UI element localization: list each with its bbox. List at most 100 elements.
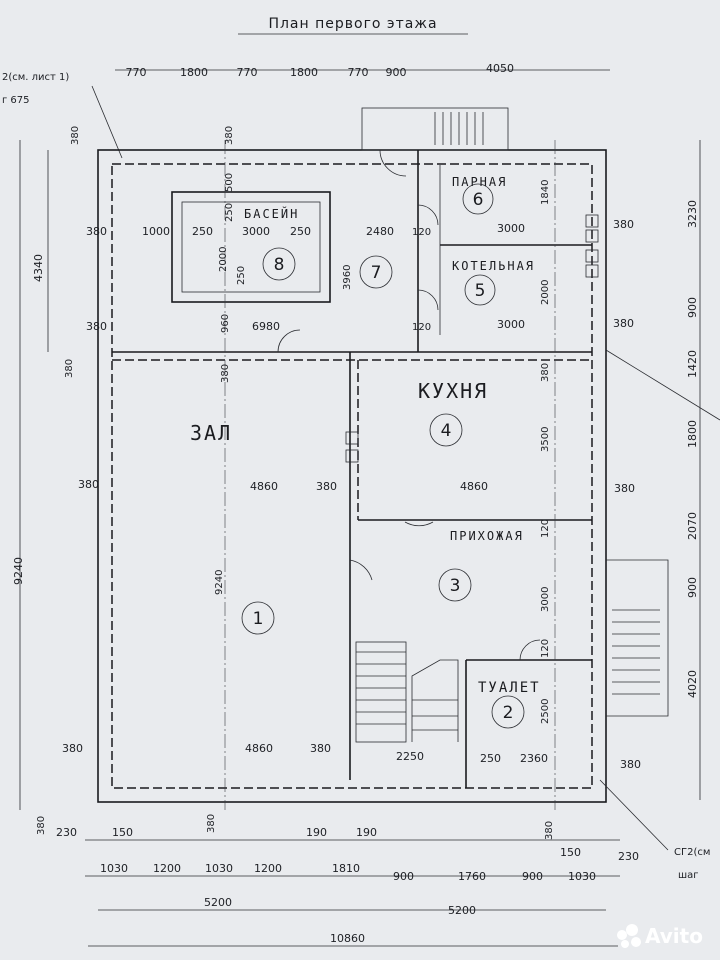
dim-left-380-mid: 380: [64, 359, 75, 378]
dim-toilet-250: 250: [480, 752, 501, 765]
dim-right-3230: 3230: [686, 200, 699, 228]
room-marker-5: [464, 274, 496, 306]
leader-line-top-left: [91, 85, 123, 159]
room-marker-2: [491, 695, 525, 729]
dim-3000a: 3000: [497, 222, 525, 235]
dim-left-380-c: 380: [78, 478, 99, 491]
dim-bot-1810: 1810: [332, 862, 360, 875]
watermark-dot-2: [626, 924, 638, 936]
room-name-kitchen: КУХНЯ: [418, 379, 488, 403]
dim-bot-900b: 900: [522, 870, 543, 883]
dim-bot-5200a: 5200: [204, 896, 232, 909]
dim-left-9240: 9240: [12, 557, 25, 585]
top-porch: [361, 107, 509, 151]
leader-line-right: [605, 349, 720, 421]
dim-bot-1030a: 1030: [100, 862, 128, 875]
dim-bottom-380c: 380: [206, 814, 217, 833]
dim-pool-1000: 1000: [142, 225, 170, 238]
vent-marker-5: [345, 431, 359, 445]
door-hall: [277, 329, 301, 353]
dim-right-2070: 2070: [686, 512, 699, 540]
note-ref-top-left: 2(см. лист 1): [2, 72, 69, 83]
dim-left-380-a: 380: [86, 225, 107, 238]
dim-right-1420: 1420: [686, 350, 699, 378]
dim-bot-1030b: 1030: [205, 862, 233, 875]
top-dim-4: 1800: [290, 66, 318, 79]
room-name-entry: ПРИХОЖАЯ: [450, 529, 524, 543]
top-dim-6: 900: [386, 66, 407, 79]
dim-bot-150a: 150: [112, 826, 133, 839]
room-number-3: 3: [450, 576, 461, 596]
dim-kitchen-380r: 380: [614, 482, 635, 495]
dim-3960: 3960: [342, 265, 353, 290]
top-dim-1: 770: [126, 66, 147, 79]
watermark-dot-1: [617, 930, 627, 940]
dim-bot-1760: 1760: [458, 870, 486, 883]
dim-120b: 120: [412, 322, 431, 333]
dim-bottom-380a: 380: [62, 742, 83, 755]
dim-right-4020: 4020: [686, 670, 699, 698]
dim-pool-500: 500: [224, 173, 235, 192]
dim-2000: 2000: [540, 280, 551, 305]
dim-bottom-380d: 380: [544, 821, 555, 840]
dim-bot-5200b: 5200: [448, 904, 476, 917]
note-ref-bottom-right: СГ2(см: [674, 847, 710, 858]
pool-inner: [181, 201, 321, 293]
dim-toilet-2500: 2500: [540, 699, 551, 724]
dim-right-380-2: 380: [613, 317, 634, 330]
dim-bot-150b: 150: [560, 846, 581, 859]
outer-wall-outline: [97, 149, 607, 803]
dim-toilet-2360: 2360: [520, 752, 548, 765]
stairs-interior: [355, 641, 407, 743]
dim-1840: 1840: [540, 180, 551, 205]
dim-entry-120b: 120: [540, 639, 551, 658]
vent-marker-3: [585, 249, 599, 263]
dim-pool-250v2: 250: [236, 266, 247, 285]
room-name-toilet: ТУАЛЕТ: [478, 680, 541, 696]
dim-pool-2000: 2000: [218, 247, 229, 272]
room-marker-8: [262, 247, 296, 281]
top-dim-2: 1800: [180, 66, 208, 79]
dim-right-380-1: 380: [613, 218, 634, 231]
dim-left-380-b: 380: [86, 320, 107, 333]
room-name-hall: ЗАЛ: [190, 421, 232, 445]
room-name-boiler: КОТЕЛЬНАЯ: [452, 259, 535, 273]
vent-marker-2: [585, 229, 599, 243]
dim-960: 960: [220, 314, 231, 333]
dim-left-4340: 4340: [32, 254, 45, 282]
watermark: Avito: [617, 924, 703, 948]
dim-stair-2250: 2250: [396, 750, 424, 763]
dim-hall-380b: 380: [316, 480, 337, 493]
stairs-upper: [411, 659, 459, 742]
room-number-4: 4: [441, 421, 452, 441]
room-marker-7: [359, 255, 393, 289]
dim-kitchen-3500: 3500: [540, 427, 551, 452]
dim-pool-250b: 250: [290, 225, 311, 238]
note-sub-bottom-right: шаг: [678, 870, 699, 881]
room-number-6: 6: [473, 190, 484, 210]
pool-outer: [171, 191, 331, 303]
dim-hall-4860: 4860: [250, 480, 278, 493]
room-number-1: 1: [253, 609, 264, 629]
dim-entry-120: 120: [540, 519, 551, 538]
room-name-sauna: ПАРНАЯ: [452, 175, 507, 189]
top-dim-7: 4050: [486, 62, 514, 75]
top-dim-5: 770: [348, 66, 369, 79]
leader-line-bottom-right: [599, 779, 669, 851]
dim-bot-total: 10860: [330, 932, 365, 945]
plan-title: План первого этажа: [268, 16, 437, 32]
dim-pool-250v1: 250: [224, 203, 235, 222]
room-number-8: 8: [274, 255, 285, 275]
watermark-dot-3: [621, 940, 629, 948]
dim-6980: 6980: [252, 320, 280, 333]
dim-bot-230a: 230: [56, 826, 77, 839]
door-front: [379, 149, 407, 177]
top-dim-3: 770: [237, 66, 258, 79]
dim-bot-1030c: 1030: [568, 870, 596, 883]
dim-left-380-bottom: 380: [36, 816, 47, 835]
dim-bot-190a: 190: [306, 826, 327, 839]
watermark-text: Avito: [645, 924, 703, 948]
room-marker-4: [429, 413, 463, 447]
door-entry-hall: [349, 559, 373, 581]
dim-bot-190b: 190: [356, 826, 377, 839]
